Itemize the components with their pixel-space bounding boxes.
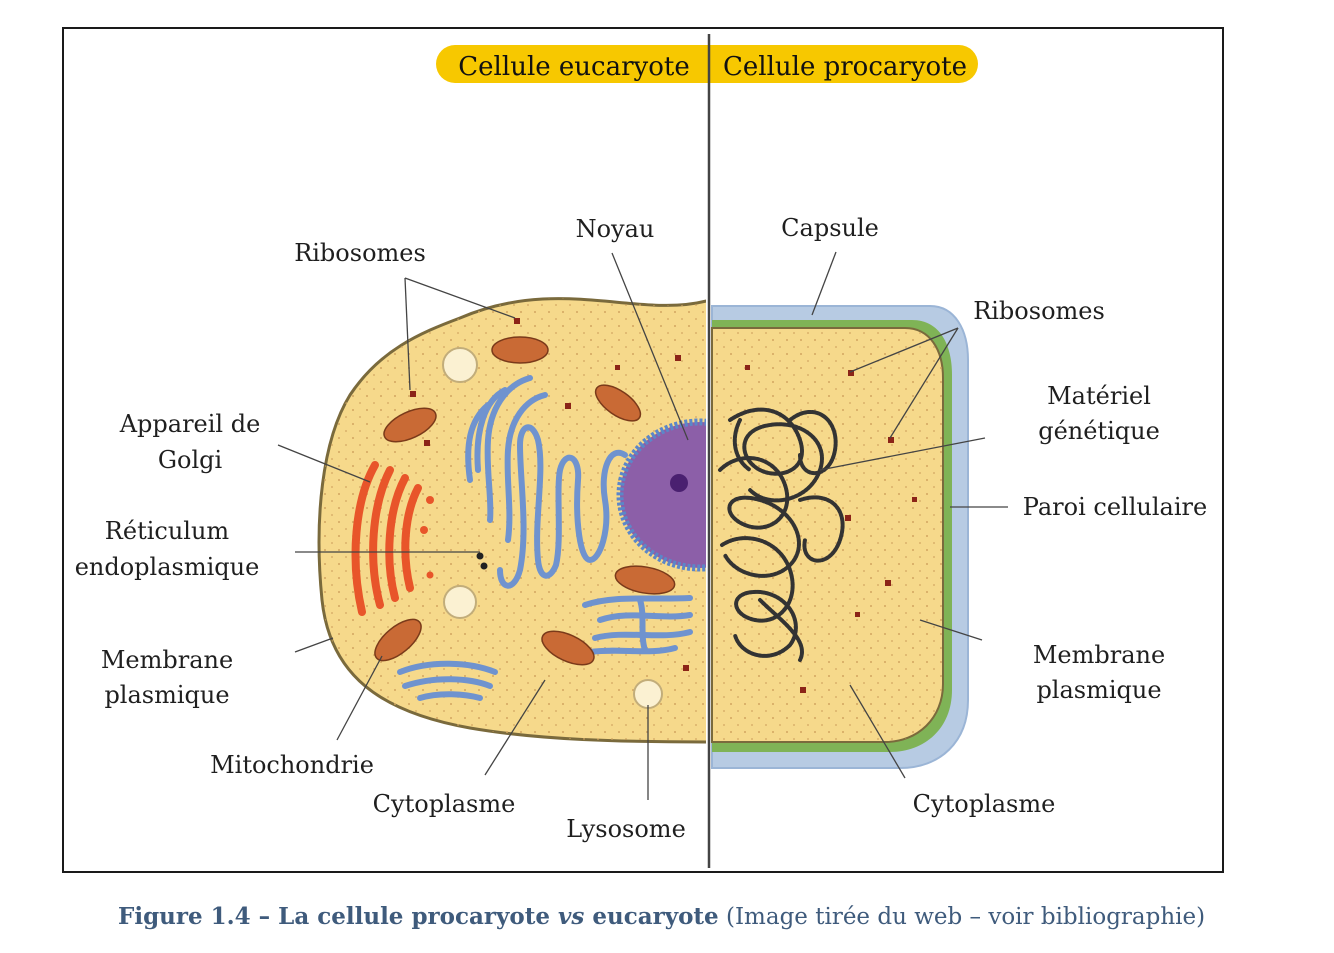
ribosomes-eukaryote — [410, 318, 689, 671]
figure-caption: Figure 1.4 – La cellule procaryote vs eu… — [118, 903, 1218, 930]
label-membrane-eukaryote-line2: plasmique — [104, 681, 229, 709]
mitochondria — [374, 336, 676, 666]
caption-part2: eucaryote — [584, 903, 719, 930]
label-noyau: Noyau — [576, 215, 655, 243]
label-cytoplasme-prokaryote: Cytoplasme — [913, 790, 1056, 818]
endoplasmic-reticulum — [465, 375, 693, 655]
cell-diagram: Cellule eucaryote Cellule procaryote — [75, 34, 1207, 868]
label-golgi-line2: Golgi — [158, 446, 223, 474]
label-ribosomes-eukaryote: Ribosomes — [294, 239, 426, 267]
label-membrane-prokaryote-line1: Membrane — [1033, 641, 1165, 669]
prokaryote-labels: Capsule Ribosomes Matériel génétique Par… — [781, 214, 1207, 818]
label-reticulum-line1: Réticulum — [105, 517, 230, 545]
ribosomes-prokaryote — [745, 365, 917, 693]
label-paroi: Paroi cellulaire — [1023, 493, 1207, 521]
lysosomes — [442, 347, 663, 709]
label-ribosomes-prokaryote: Ribosomes — [973, 297, 1105, 325]
header-pill: Cellule eucaryote Cellule procaryote — [436, 45, 978, 83]
golgi-apparatus — [351, 461, 434, 616]
caption-italic: vs — [558, 903, 585, 930]
caption-part1: Figure 1.4 – La cellule procaryote — [118, 903, 558, 930]
golgi-blue-stack — [397, 660, 498, 701]
label-capsule: Capsule — [781, 214, 879, 242]
prokaryotic-cell — [711, 305, 969, 769]
eukaryotic-cell — [317, 297, 706, 744]
label-membrane-prokaryote-line2: plasmique — [1036, 676, 1161, 704]
label-lysosome: Lysosome — [566, 815, 686, 843]
label-materiel-line2: génétique — [1038, 417, 1160, 445]
genetic-material — [718, 407, 845, 662]
header-left-title: Cellule eucaryote — [458, 52, 689, 82]
nucleus — [616, 418, 706, 572]
label-reticulum-line2: endoplasmique — [75, 553, 260, 581]
leader-lines — [277, 251, 1008, 800]
label-mitochondrie: Mitochondrie — [210, 751, 374, 779]
caption-rest: (Image tirée du web – voir bibliographie… — [718, 904, 1206, 930]
label-membrane-eukaryote-line1: Membrane — [101, 646, 233, 674]
label-golgi-line1: Appareil de — [119, 410, 261, 438]
label-materiel-line1: Matériel — [1047, 382, 1151, 410]
eukaryote-labels: Ribosomes Noyau Appareil de Golgi Réticu… — [75, 215, 686, 843]
header-right-title: Cellule procaryote — [723, 52, 967, 82]
label-cytoplasme-eukaryote: Cytoplasme — [373, 790, 516, 818]
